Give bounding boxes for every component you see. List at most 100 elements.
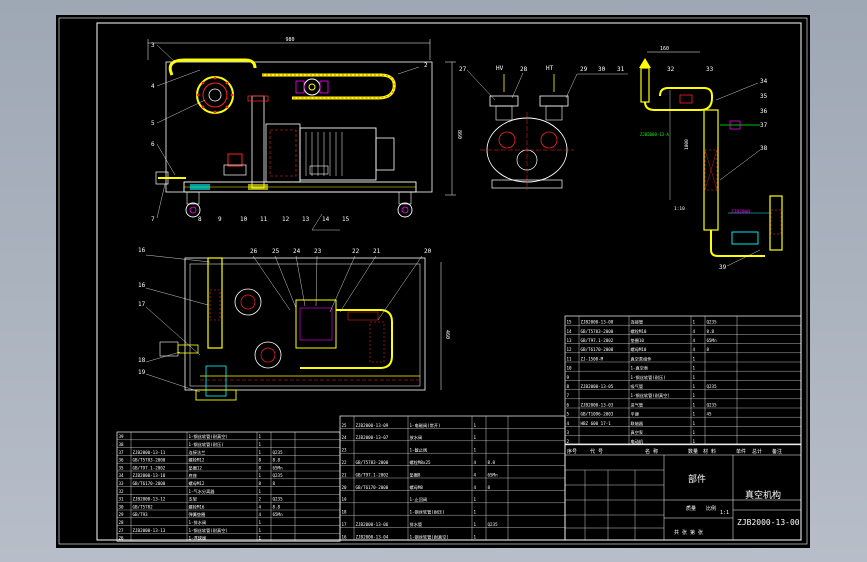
cell-no: 31: [119, 497, 125, 502]
cell-code: ZJB2000-13-06: [356, 522, 389, 527]
side-label-left: HV: [496, 65, 504, 72]
cell-name: 真空泵: [631, 429, 644, 436]
dim-overall-width: 980: [285, 37, 294, 43]
cell-no: 39: [119, 434, 125, 439]
cell-qty: 1: [693, 356, 696, 361]
cell-code: ZJB2000-13-04: [356, 534, 389, 539]
cell-no: 37: [119, 450, 125, 455]
balloon-11: 11: [260, 216, 268, 223]
cell-code: ZJB2000-13-03: [581, 402, 614, 407]
cell-qty: 1: [259, 450, 262, 455]
cell-no: 7: [567, 393, 570, 398]
cell-name: 垫圈12: [189, 464, 203, 471]
cell-qty: 1: [474, 534, 477, 539]
cell-code: GB/T97.1-2002: [356, 472, 389, 477]
dim-pipe-drop: 1800: [684, 139, 690, 150]
cell-name: 进气管: [631, 401, 644, 408]
cell-qty: 1: [693, 439, 696, 444]
pipe-tag: ZJB2000: [731, 209, 750, 215]
cell-name: 1-电磁阀(常开): [410, 422, 441, 429]
cell-qty: 1: [693, 375, 696, 380]
header-unit: 单件: [736, 448, 746, 455]
cell-no: 33: [119, 481, 125, 486]
cell-name: 1-排水阀: [189, 519, 207, 526]
cell-qty: 1: [259, 442, 262, 447]
balloon-32: 32: [667, 66, 675, 73]
cell-mat: Q235: [707, 320, 718, 325]
cell-code: GB/T97.1-2002: [133, 465, 166, 470]
cell-qty: 1: [259, 520, 262, 525]
cell-mat: 65Mn: [273, 512, 284, 517]
balloon-18: 18: [138, 357, 146, 364]
cell-mat: 8.8: [273, 504, 281, 509]
cell-code: GB/T5783-2000: [356, 460, 389, 465]
cell-name: 垫圈8: [410, 471, 421, 478]
cell-qty: 1: [693, 320, 696, 325]
cell-code: ZJ-1500-M: [581, 356, 604, 361]
cell-qty: 1: [474, 510, 477, 515]
cell-no: 12: [567, 347, 573, 352]
cell-code: GB/T5782: [133, 504, 154, 509]
cell-name: 螺母M10: [631, 346, 647, 353]
balloon-8: 8: [198, 216, 202, 223]
cell-qty: 8: [259, 465, 262, 470]
cell-code: ZJB2000-13-07: [356, 435, 389, 440]
balloon-2: 2: [424, 62, 428, 69]
cell-mat: Q235: [273, 450, 284, 455]
balloon-15: 15: [342, 216, 350, 223]
cell-name: 螺栓M16: [189, 503, 205, 510]
cell-qty: 1: [474, 522, 477, 527]
cell-qty: 4: [693, 347, 696, 352]
cell-code: ZJB2000-13-09: [356, 423, 389, 428]
cell-qty: 1: [259, 536, 262, 541]
cell-no: 6: [567, 402, 570, 407]
balloon-13: 13: [302, 216, 310, 223]
balloon-25: 25: [272, 248, 280, 255]
cell-no: 8: [567, 384, 570, 389]
cell-qty: 1: [693, 393, 696, 398]
cell-no: 13: [567, 338, 573, 343]
balloon-28: 28: [520, 66, 528, 73]
cell-name: 螺母M8: [410, 484, 424, 491]
cell-qty: 1: [693, 421, 696, 426]
cell-qty: 1: [474, 423, 477, 428]
cell-qty: 1: [474, 497, 477, 502]
cell-no: 27: [119, 528, 125, 533]
cell-no: 11: [567, 356, 573, 361]
cell-name: 1-钢丝软管(耐压): [410, 509, 445, 516]
balloon-35: 35: [760, 93, 768, 100]
cell-name: 联轴器: [631, 420, 644, 427]
cell-mat: 8: [707, 347, 710, 352]
cell-no: 3: [567, 430, 570, 435]
balloon-5: 5: [151, 120, 155, 127]
cell-no: 29: [119, 512, 125, 517]
cell-name: 放水阀: [410, 434, 423, 441]
plan-view: 460 16 16 17 18 19 20 21 22 23: [138, 247, 450, 401]
cell-code: GB/T6170-2000: [356, 485, 389, 490]
header-no: 序号: [567, 448, 577, 455]
cell-qty: 1: [259, 528, 262, 533]
part-name: 真空机构: [745, 489, 781, 501]
cell-qty: 4: [693, 329, 696, 334]
cell-no: 20: [342, 485, 348, 490]
cell-qty: 4: [474, 460, 477, 465]
cell-code: HBZ 600 17-1: [581, 421, 612, 426]
